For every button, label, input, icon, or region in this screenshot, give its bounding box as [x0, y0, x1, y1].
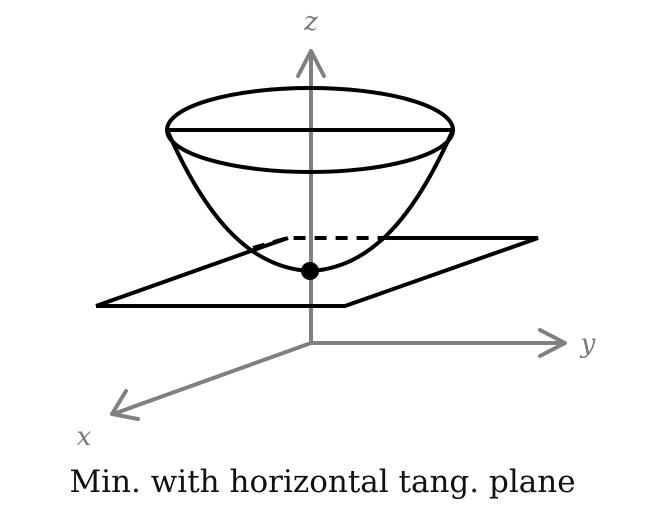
x-axis — [114, 341, 313, 415]
x-axis-label: x — [77, 422, 92, 452]
minimum-point — [301, 262, 319, 280]
y-axis-label: y — [580, 329, 596, 359]
x-axis-arrowhead — [110, 389, 140, 421]
z-axis-label: z — [303, 7, 318, 37]
axes — [110, 49, 567, 421]
y-axis-arrowhead — [538, 328, 567, 358]
figure-caption: Min. with horizontal tang. plane — [69, 464, 576, 500]
z-axis-arrowhead — [296, 49, 326, 78]
